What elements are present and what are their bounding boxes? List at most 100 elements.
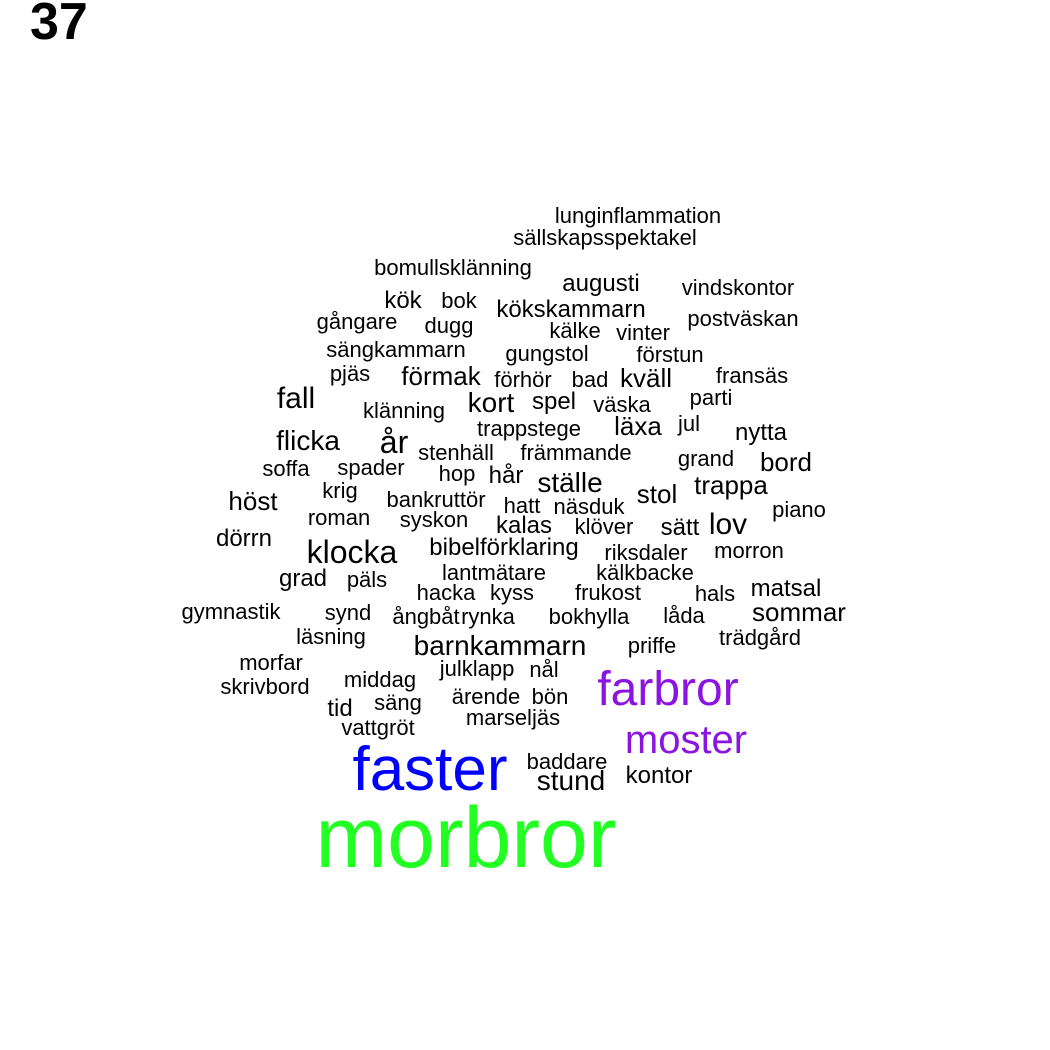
- cloud-word: nål: [529, 657, 559, 682]
- cloud-word: dörrn: [215, 525, 273, 552]
- cloud-word: gymnastik: [181, 599, 281, 624]
- cloud-word: kälkbacke: [596, 560, 694, 585]
- cloud-word: sommar: [752, 597, 846, 627]
- cloud-word: hop: [438, 461, 476, 486]
- cloud-word: kontor: [625, 762, 693, 789]
- cloud-word: morfar: [239, 650, 303, 675]
- cloud-word: dugg: [424, 313, 474, 338]
- cloud-word: stenhäll: [418, 440, 494, 465]
- cloud-word: piano: [772, 497, 826, 522]
- cloud-word: bokhylla: [548, 604, 630, 629]
- cloud-word: flicka: [276, 425, 340, 456]
- cloud-word: läsning: [296, 624, 366, 649]
- cloud-word: baddare: [526, 749, 608, 774]
- cloud-word: fransäs: [715, 363, 789, 388]
- cloud-word: bön: [531, 684, 569, 709]
- cloud-word: bomullsklänning: [374, 255, 532, 280]
- cloud-word: priffe: [627, 633, 677, 658]
- cloud-word: kökskammarn: [496, 296, 646, 323]
- cloud-word: klocka: [306, 534, 398, 570]
- cloud-word: trappa: [694, 470, 768, 500]
- cloud-word: bankruttör: [386, 487, 486, 512]
- cloud-word: marseljäs: [465, 705, 561, 730]
- cloud-word: bord: [759, 447, 813, 477]
- cloud-word: kälke: [549, 318, 601, 343]
- cloud-word: morbror: [315, 790, 617, 886]
- cloud-word: sällskapsspektakel: [513, 225, 697, 250]
- cloud-word: hacka: [416, 580, 476, 605]
- cloud-word: grad: [278, 565, 328, 592]
- cloud-word: trädgård: [719, 625, 801, 650]
- cloud-word: morron: [714, 538, 784, 563]
- cloud-word: roman: [307, 505, 371, 530]
- cloud-word: gungstol: [505, 341, 589, 366]
- cloud-word: säng: [374, 690, 422, 715]
- cloud-word: bad: [571, 367, 609, 392]
- cloud-word: synd: [324, 600, 372, 625]
- cloud-word: klöver: [574, 514, 634, 539]
- cloud-word: kyss: [490, 580, 534, 605]
- cloud-word: fall: [276, 382, 316, 415]
- cloud-word: förhör: [494, 367, 552, 392]
- cloud-word: stol: [636, 479, 678, 509]
- cloud-word: soffa: [262, 456, 310, 481]
- cloud-word: år: [379, 424, 409, 460]
- cloud-word: vattgröt: [341, 715, 415, 740]
- cloud-word: sängkammarn: [326, 337, 466, 362]
- cloud-word: förmak: [401, 361, 481, 391]
- cloud-word: bok: [441, 288, 477, 313]
- cloud-word: gångare: [316, 309, 398, 334]
- cloud-word: frukost: [574, 580, 642, 605]
- cloud-word: nytta: [734, 419, 788, 446]
- cloud-word: skrivbord: [220, 674, 310, 699]
- cloud-word: postväskan: [687, 306, 799, 331]
- cloud-word: spel: [531, 388, 577, 415]
- cloud-word: grand: [677, 446, 735, 471]
- cloud-word: höst: [228, 486, 278, 516]
- cloud-word: riksdaler: [604, 540, 688, 565]
- cloud-word: vinter: [616, 320, 670, 345]
- cloud-word: jul: [677, 411, 701, 436]
- cloud-word: lantmätare: [442, 560, 546, 585]
- cloud-word: barnkammarn: [413, 630, 587, 661]
- cloud-word: sätt: [660, 514, 700, 541]
- cloud-word: låda: [663, 603, 705, 628]
- cloud-word: ärende: [451, 684, 521, 709]
- cloud-word: hatt: [503, 493, 541, 518]
- cloud-word: lov: [708, 508, 748, 541]
- cloud-word: moster: [624, 718, 748, 762]
- cloud-word: matsal: [750, 575, 822, 602]
- cloud-word: väska: [593, 392, 651, 417]
- cloud-word: faster: [352, 735, 508, 804]
- cloud-word: farbror: [597, 663, 739, 716]
- cloud-word: lunginflammation: [554, 203, 722, 228]
- cloud-word: stund: [536, 765, 606, 796]
- cloud-word: rynka: [461, 604, 515, 629]
- cloud-word: krig: [322, 478, 358, 503]
- cloud-word: ställe: [537, 467, 603, 498]
- cloud-word: hår: [488, 462, 524, 489]
- cloud-word: trappstege: [477, 416, 581, 441]
- cloud-word: tid: [327, 695, 353, 722]
- cloud-word: klänning: [363, 398, 445, 423]
- cloud-word: päls: [346, 567, 388, 592]
- cloud-word: ångbåt: [392, 604, 460, 629]
- cloud-word: parti: [689, 385, 733, 410]
- cloud-word: julklapp: [439, 656, 515, 681]
- cloud-word: kök: [384, 287, 422, 314]
- cloud-word: läxa: [614, 411, 662, 441]
- cloud-word: kalas: [495, 512, 553, 539]
- cloud-word: vindskontor: [681, 275, 795, 300]
- panel-label: 37: [30, 0, 88, 51]
- cloud-word: syskon: [399, 507, 469, 532]
- cloud-word: bibelförklaring: [429, 534, 579, 561]
- cloud-word: förstun: [636, 342, 704, 367]
- cloud-word: spader: [337, 455, 405, 480]
- cloud-word: augusti: [562, 270, 640, 297]
- cloud-word: hals: [694, 581, 736, 606]
- cloud-word: kort: [467, 387, 515, 418]
- cloud-word: middag: [343, 667, 417, 692]
- cloud-word: kväll: [619, 363, 673, 393]
- cloud-word: näsduk: [553, 494, 625, 519]
